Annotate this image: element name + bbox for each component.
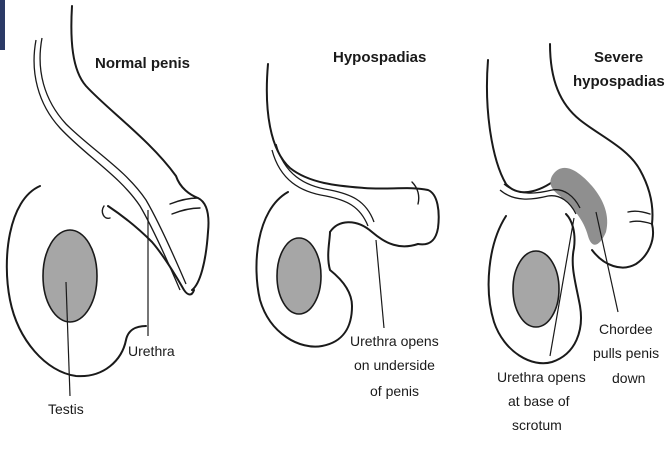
hypo-glans-lines [412,182,419,204]
severe-testis [513,251,559,327]
normal-shaft-underside [108,206,194,295]
panel-severe-title-2: hypospadias [573,73,665,90]
normal-testis [43,230,97,322]
panel-normal: Normal penis Testis Urethra [7,6,209,417]
severe-chordee-label-1: Chordee [599,321,653,337]
panel-hypospadias: Hypospadias Urethra opens on underside o… [256,49,438,399]
panel-hypospadias-title: Hypospadias [333,49,426,66]
severe-abdomen-edge [487,60,560,192]
severe-urethra-label-3: scrotum [512,417,562,433]
normal-notch [102,206,110,218]
panel-normal-title: Normal penis [95,55,190,72]
severe-chordee-leader [596,212,618,312]
hypo-urethra-label-2: on underside [354,357,435,373]
severe-glans-lines [628,211,652,224]
hypo-body-outline [267,64,439,244]
normal-urethra-label: Urethra [128,343,175,359]
panel-severe: Severe hypospadias Urethra opens at base… [487,44,665,433]
severe-urethra-label-1: Urethra opens [497,369,586,385]
normal-glans-lines [170,198,200,214]
hypo-urethra-leader [376,240,384,328]
hypo-urethra-label-3: of penis [370,383,419,399]
edge-bar [0,0,5,50]
hypo-testis [277,238,321,314]
hypo-urethra-label-1: Urethra opens [350,333,439,349]
panel-severe-title-1: Severe [594,49,643,66]
severe-urethra-label-2: at base of [508,393,570,409]
normal-testis-label: Testis [48,401,84,417]
severe-chordee-label-2: pulls penis [593,345,659,361]
hypo-shaft-underside [330,222,418,246]
severe-chordee-label-3: down [612,370,645,386]
